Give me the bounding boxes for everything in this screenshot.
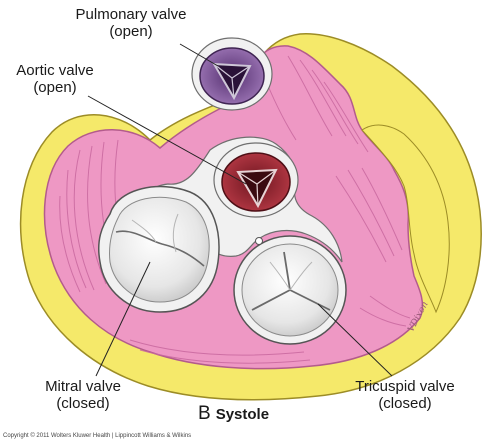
leader-lines (87, 43, 393, 377)
aortic-valve (213, 142, 299, 218)
panel-letter: B (198, 403, 211, 424)
mitral-valve-label: Mitral valve (closed) (28, 378, 138, 412)
mitral-valve (98, 185, 220, 313)
aortic-valve-label: Aortic valve (open) (2, 62, 108, 96)
pulmonary-valve-label: Pulmonary valve (open) (58, 6, 204, 40)
aortic-valve-state: (open) (33, 79, 77, 96)
coronary-sinus-dot (255, 237, 263, 245)
tricuspid-valve (233, 235, 347, 345)
pulmonary-valve-state: (open) (109, 23, 153, 40)
fat-notch (361, 124, 450, 314)
copyright-notice: Copyright © 2011 Wolters Kluwer Health |… (3, 433, 192, 439)
tricuspid-valve-label: Tricuspid valve (closed) (340, 378, 470, 412)
tricuspid-valve-state: (closed) (378, 395, 432, 412)
aortic-valve-name: Aortic valve (16, 62, 94, 79)
pulmonary-valve-name: Pulmonary valve (75, 6, 187, 23)
tricuspid-valve-name: Tricuspid valve (355, 378, 455, 395)
mitral-valve-state: (closed) (56, 395, 110, 412)
pulmonary-valve (191, 37, 273, 111)
mitral-valve-name: Mitral valve (45, 378, 121, 395)
panel-name: Systole (215, 406, 270, 423)
